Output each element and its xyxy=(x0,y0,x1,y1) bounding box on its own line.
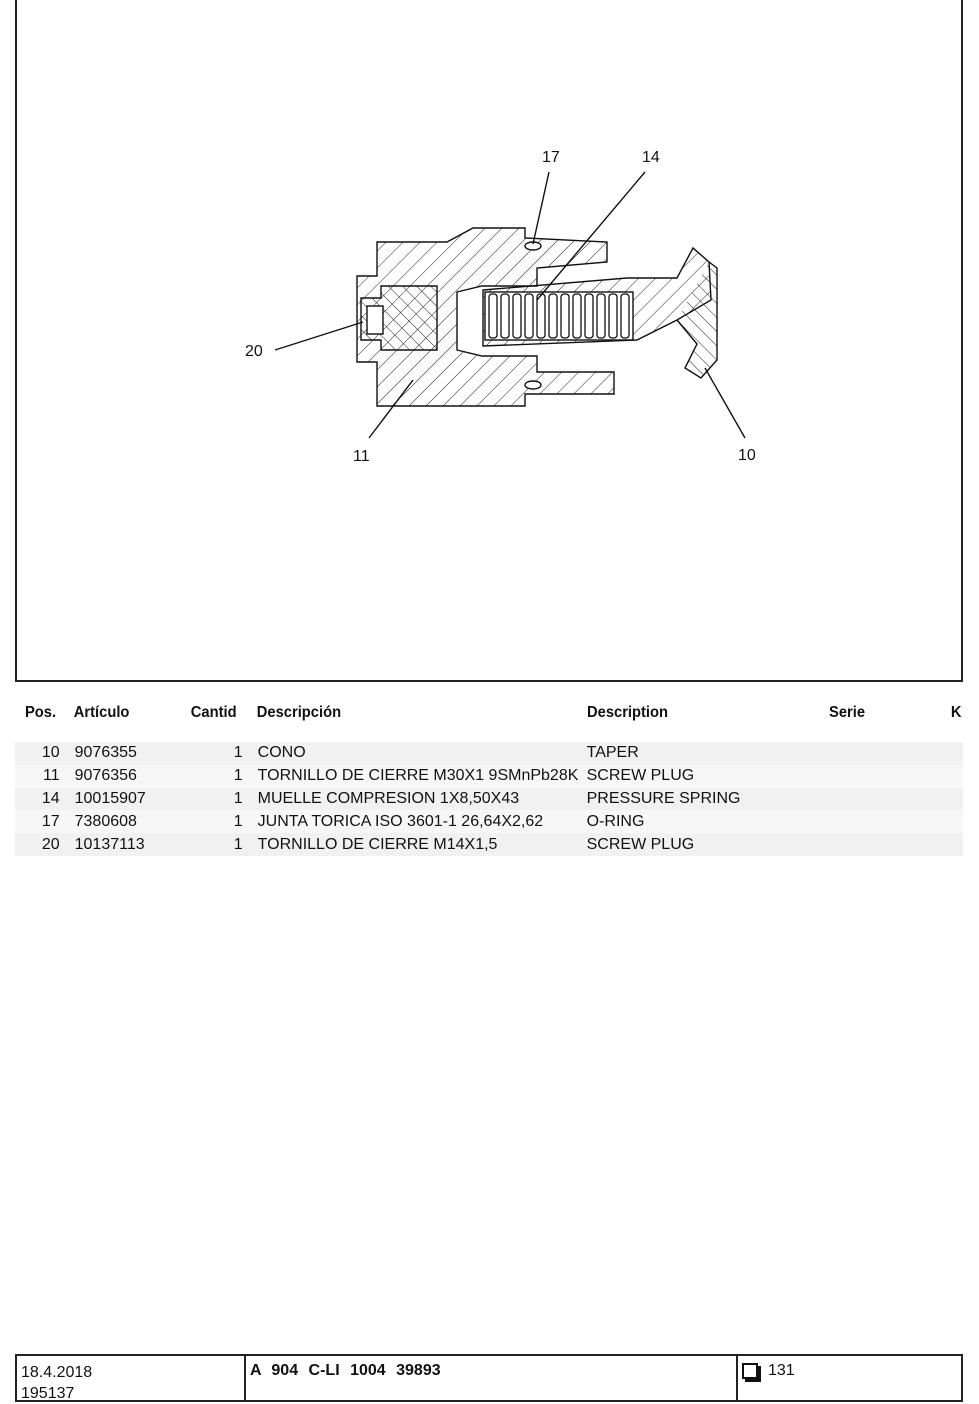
exploded-section-drawing xyxy=(274,171,746,439)
header-descripcion: Descripción xyxy=(256,704,341,721)
cell-pos: 20 xyxy=(41,835,60,853)
o-ring-bottom xyxy=(524,380,542,390)
cell-description: SCREW PLUG xyxy=(586,835,695,853)
footer-doc-number: 195137 xyxy=(21,1385,75,1402)
cell-articulo: 7380608 xyxy=(74,812,137,830)
table-row: 10 9076355 1 CONO TAPER xyxy=(15,742,963,765)
parts-table: Pos. Artículo Cantid Descripción Descrip… xyxy=(15,698,963,856)
page-icon xyxy=(742,1363,761,1382)
footer-reference-cell: A 904 C-LI 1004 39893 xyxy=(246,1356,738,1400)
header-serie: Serie xyxy=(829,704,866,721)
cell-pos: 10 xyxy=(41,744,60,762)
screw-plug-body xyxy=(356,227,615,407)
cell-k xyxy=(939,810,963,833)
cell-k xyxy=(939,833,963,856)
footer-date: 18.4.2018 xyxy=(21,1364,93,1381)
table-header-row: Pos. Artículo Cantid Descripción Descrip… xyxy=(15,698,963,728)
cell-descripcion: TORNILLO DE CIERRE M14X1,5 xyxy=(257,835,498,853)
footer-reference: A 904 C-LI 1004 39893 xyxy=(250,1362,441,1379)
cell-serie xyxy=(829,742,938,765)
cell-articulo: 9076356 xyxy=(74,767,137,785)
cell-articulo: 10137113 xyxy=(74,835,145,853)
table-row: 17 7380608 1 JUNTA TORICA ISO 3601-1 26,… xyxy=(15,810,963,834)
footer-title-block: 18.4.2018 195137 A 904 C-LI 1004 39893 1… xyxy=(15,1354,963,1402)
header-k: K xyxy=(950,704,962,721)
pressure-spring xyxy=(488,293,630,339)
header-cantid: Cantid xyxy=(191,704,237,721)
cell-description: TAPER xyxy=(586,744,639,762)
callout-11: 11 xyxy=(353,448,370,465)
callout-17: 17 xyxy=(542,149,560,166)
cell-articulo: 9076355 xyxy=(74,744,137,762)
cell-pos: 11 xyxy=(43,767,60,785)
cell-cantid: 1 xyxy=(233,789,243,807)
cell-pos: 14 xyxy=(41,789,60,807)
callout-20: 20 xyxy=(245,343,263,360)
table-row: 14 10015907 1 MUELLE COMPRESION 1X8,50X4… xyxy=(15,787,963,811)
cell-pos: 17 xyxy=(41,812,60,830)
callout-10: 10 xyxy=(738,447,756,464)
cell-k xyxy=(939,765,963,788)
table-row: 20 10137113 1 TORNILLO DE CIERRE M14X1,5… xyxy=(15,833,963,856)
header-pos: Pos. xyxy=(24,704,57,721)
cell-serie xyxy=(829,810,938,833)
header-articulo: Artículo xyxy=(73,704,130,721)
cell-serie xyxy=(829,833,938,856)
table-row: 11 9076356 1 TORNILLO DE CIERRE M30X1 9S… xyxy=(15,764,963,788)
callout-14: 14 xyxy=(642,149,660,166)
cell-serie xyxy=(829,788,938,811)
cell-cantid: 1 xyxy=(233,767,243,785)
cell-description: O-RING xyxy=(586,812,645,830)
footer-page-cell: 131 xyxy=(738,1356,961,1400)
drawing-frame: 17 14 20 11 10 xyxy=(15,0,963,682)
header-description: Description xyxy=(586,704,668,721)
footer-page-number: 131 xyxy=(768,1362,795,1379)
cell-k xyxy=(939,742,963,765)
cell-descripcion: CONO xyxy=(257,744,306,762)
cell-serie xyxy=(829,765,938,788)
cell-descripcion: TORNILLO DE CIERRE M30X1 9SMnPb28K xyxy=(257,767,579,785)
cell-cantid: 1 xyxy=(233,835,243,853)
cell-k xyxy=(939,788,963,811)
cell-descripcion: MUELLE COMPRESION 1X8,50X43 xyxy=(257,789,520,807)
cell-cantid: 1 xyxy=(233,744,243,762)
footer-date-cell: 18.4.2018 195137 xyxy=(17,1356,246,1402)
cell-descripcion: JUNTA TORICA ISO 3601-1 26,64X2,62 xyxy=(257,812,544,830)
cell-description: PRESSURE SPRING xyxy=(586,789,741,807)
cell-cantid: 1 xyxy=(233,812,243,830)
cell-description: SCREW PLUG xyxy=(586,767,695,785)
cell-articulo: 10015907 xyxy=(74,789,146,807)
